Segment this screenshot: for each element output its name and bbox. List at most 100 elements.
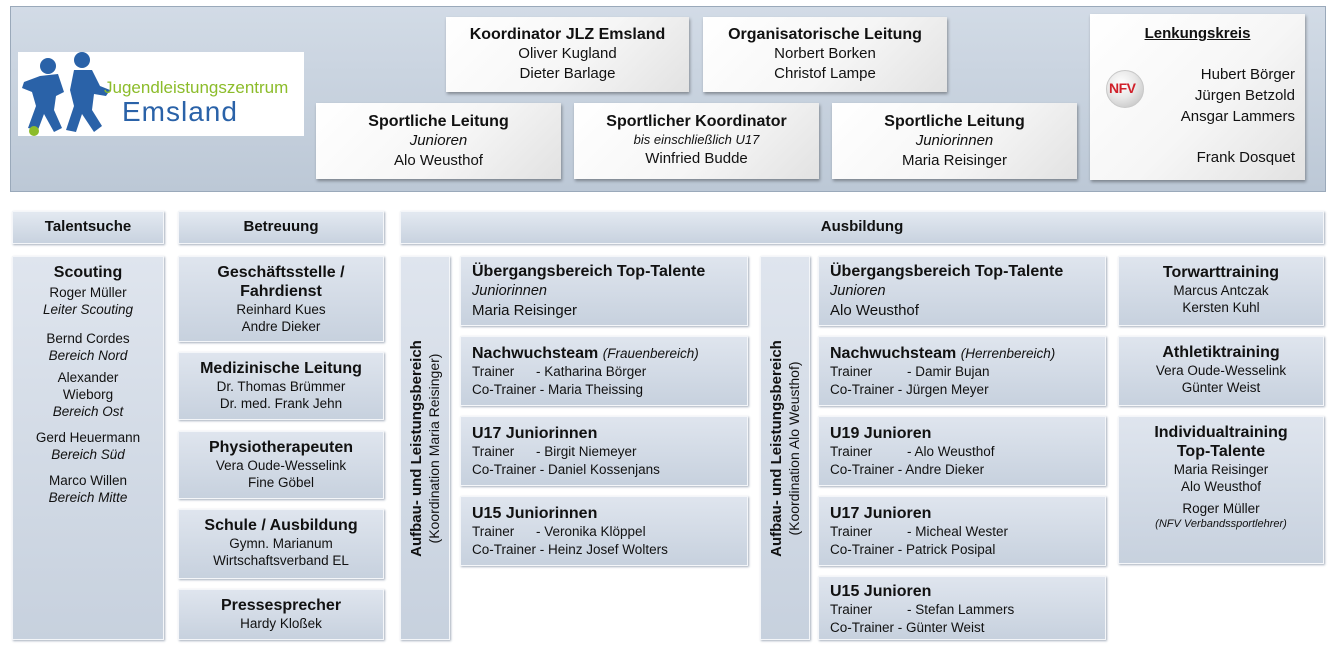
logo-line1: Jugendleistungszentrum [104, 78, 289, 97]
girls-u15: U15 Juniorinnen Trainer - Veronika Klöppe… [460, 496, 748, 566]
sportliche-juniorinnen-sub: Juniorinnen [915, 132, 994, 149]
sportliche-junioren-name: Alo Weusthof [394, 152, 483, 169]
lenkungskreis-box: Lenkungskreis NFV Hubert Börger Jürgen B… [1090, 14, 1305, 180]
section-betreuung: Betreuung [178, 211, 384, 244]
girls-u17-cotrainer-label: Co-Trainer [472, 462, 537, 477]
betreuung-geschaeftsstelle: Geschäftsstelle / Fahrdienst Reinhard Ku… [178, 256, 384, 342]
girls-u15-title: U15 Juniorinnen [472, 505, 598, 522]
boys-nachwuchs-title: Nachwuchsteam [830, 345, 957, 362]
physio-name-2: Fine Göbel [247, 475, 315, 490]
boys-u19: U19 Junioren Trainer- Alo Weusthof Co-Tr… [818, 416, 1106, 486]
sportliche-leitung-junioren-box: Sportliche Leitung Junioren Alo Weusthof [316, 103, 561, 179]
schule-name-1: Gymn. Marianum [229, 536, 333, 551]
lenkungskreis-names: Hubert Börger Jürgen Betzold Ansgar Lamm… [1181, 64, 1295, 168]
scout-name-5: Marco Willen [48, 473, 127, 488]
boys-nachwuchs-cotrainer-label: Co-Trainer [830, 382, 895, 397]
aufbau-leistungsbereich-maedchen: Aufbau- und Leistungsbereich (Koordinati… [400, 256, 450, 640]
scout-name-1: Roger Müller [49, 285, 127, 300]
athletik-title: Athletiktraining [1162, 344, 1280, 361]
sportliche-junioren-sub: Junioren [409, 132, 468, 149]
koordinator-title: Koordinator JLZ Emsland [469, 26, 666, 43]
aufbau-leistungsbereich-jungen: Aufbau- und Leistungsbereich (Koordinati… [760, 256, 810, 640]
vertical-left-line1: Aufbau- und Leistungsbereich [407, 339, 425, 557]
scouting-title: Scouting [53, 264, 123, 281]
vertical-right-line1: Aufbau- und Leistungsbereich [767, 339, 785, 557]
girls-u15-cotrainer-label: Co-Trainer [472, 542, 537, 557]
girls-nachwuchsteam: Nachwuchsteam (Frauenbereich) Trainer- K… [460, 336, 748, 406]
individual-name-1: Maria Reisinger [1173, 462, 1269, 477]
physio-name-1: Vera Oude-Wesselink [215, 458, 347, 473]
scout-role-2: Bereich Nord [48, 348, 128, 363]
girls-top-title: Übergangsbereich Top-Talente [472, 263, 706, 280]
sportlicher-koordinator-sub: bis einschließlich U17 [633, 132, 760, 147]
girls-u15-trainer: - Veronika Klöppel [536, 524, 646, 539]
section-talentsuche: Talentsuche [12, 211, 164, 244]
koordinator-name-1: Oliver Kugland [518, 45, 617, 62]
athletik-name-1: Vera Oude-Wesselink [1155, 363, 1287, 378]
sportliche-juniorinnen-title: Sportliche Leitung [884, 113, 1025, 130]
presse-name-1: Hardy Kloßek [240, 616, 322, 631]
boys-u15: U15 Junioren Trainer- Stefan Lammers Co-… [818, 576, 1106, 640]
girls-nachwuchs-title: Nachwuchsteam [472, 345, 599, 362]
boys-u17-trainer: - Micheal Wester [907, 524, 1009, 539]
girls-nachwuchs-sub: (Frauenbereich) [602, 346, 699, 361]
organisatorisch-name-1: Norbert Borken [774, 45, 876, 62]
jlz-logo: Jugendleistungszentrum Emsland [18, 52, 304, 136]
vertical-right-line2: (Koordination Alo Weusthof) [785, 360, 802, 536]
girls-nachwuchs-cotrainer-label: Co-Trainer [472, 382, 537, 397]
girls-u15-trainer-label: Trainer [472, 524, 515, 539]
boys-u19-cotrainer: - Andre Dieker [897, 462, 985, 477]
geschaeftsstelle-name-2: Andre Dieker [241, 319, 321, 334]
girls-u17-cotrainer: - Daniel Kossenjans [539, 462, 660, 477]
athletiktraining-box: Athletiktraining Vera Oude-Wesselink Gün… [1118, 336, 1324, 406]
boys-u15-trainer: - Stefan Lammers [907, 602, 1015, 617]
physio-title: Physiotherapeuten [208, 439, 354, 456]
medizin-name-2: Dr. med. Frank Jehn [219, 396, 343, 411]
athletik-name-2: Günter Weist [1181, 380, 1261, 395]
torwarttraining-box: Torwarttraining Marcus Antczak Kersten K… [1118, 256, 1324, 326]
boys-u19-trainer: - Alo Weusthof [907, 444, 995, 459]
scouting-box: Scouting Roger Müller Leiter Scouting Be… [12, 256, 164, 640]
boys-u17-trainer-label: Trainer [830, 524, 873, 539]
girls-u17-title: U17 Juniorinnen [472, 425, 598, 442]
girls-u17-trainer: - Birgit Niemeyer [536, 444, 637, 459]
lenkungskreis-name-3: Ansgar Lammers [1180, 108, 1295, 125]
scout-role-4: Bereich Süd [51, 447, 125, 462]
scout-name-4: Gerd Heuermann [35, 430, 141, 445]
boys-nachwuchs-trainer-label: Trainer [830, 364, 873, 379]
individualtraining-box: Individualtraining Top-Talente Maria Rei… [1118, 416, 1324, 564]
betreuung-schule: Schule / Ausbildung Gymn. Marianum Wirts… [178, 509, 384, 579]
section-ausbildung: Ausbildung [400, 211, 1324, 244]
scout-name-2: Bernd Cordes [46, 331, 130, 346]
boys-u19-cotrainer-label: Co-Trainer [830, 462, 895, 477]
ball-icon [29, 126, 39, 136]
medizin-name-1: Dr. Thomas Brümmer [216, 379, 346, 394]
individual-title-1: Individualtraining [1154, 424, 1288, 441]
torwart-title: Torwarttraining [1162, 264, 1280, 281]
individual-title-2: Top-Talente [1176, 443, 1266, 460]
geschaeftsstelle-title: Geschäftsstelle / Fahrdienst [217, 264, 345, 300]
individual-name-3: Roger Müller [1182, 501, 1260, 516]
geschaeftsstelle-name-1: Reinhard Kues [236, 302, 326, 317]
girls-u17: U17 Juniorinnen Trainer- Birgit Niemeyer… [460, 416, 748, 486]
sportlicher-koordinator-title: Sportlicher Koordinator [606, 113, 787, 130]
organisatorisch-name-2: Christof Lampe [774, 65, 876, 82]
lenkungskreis-title: Lenkungskreis [1144, 25, 1251, 42]
vertical-left-line2: (Koordination Maria Reisinger) [425, 353, 442, 543]
koordinator-name-2: Dieter Barlage [519, 65, 616, 82]
boys-u15-cotrainer: - Günter Weist [897, 620, 985, 635]
scout-role-5: Bereich Mitte [48, 490, 128, 505]
sportliche-leitung-juniorinnen-box: Sportliche Leitung Juniorinnen Maria Rei… [832, 103, 1077, 179]
girls-top-talente: Übergangsbereich Top-Talente Juniorinnen… [460, 256, 748, 326]
boys-u17-cotrainer: - Patrick Posipal [897, 542, 996, 557]
boys-u17-cotrainer-label: Co-Trainer [830, 542, 895, 557]
boys-u15-cotrainer-label: Co-Trainer [830, 620, 895, 635]
sportliche-junioren-title: Sportliche Leitung [368, 113, 509, 130]
presse-title: Pressesprecher [220, 597, 342, 614]
lenkungskreis-name-1: Hubert Börger [1200, 66, 1295, 83]
boys-u15-title: U15 Junioren [830, 583, 932, 600]
sportlicher-koordinator-name: Winfried Budde [645, 150, 748, 167]
boys-nachwuchsteam: Nachwuchsteam (Herrenbereich) Trainer- D… [818, 336, 1106, 406]
logo-line2: Emsland [122, 96, 238, 127]
lenkungskreis-name-4: Frank Dosquet [1196, 149, 1295, 166]
